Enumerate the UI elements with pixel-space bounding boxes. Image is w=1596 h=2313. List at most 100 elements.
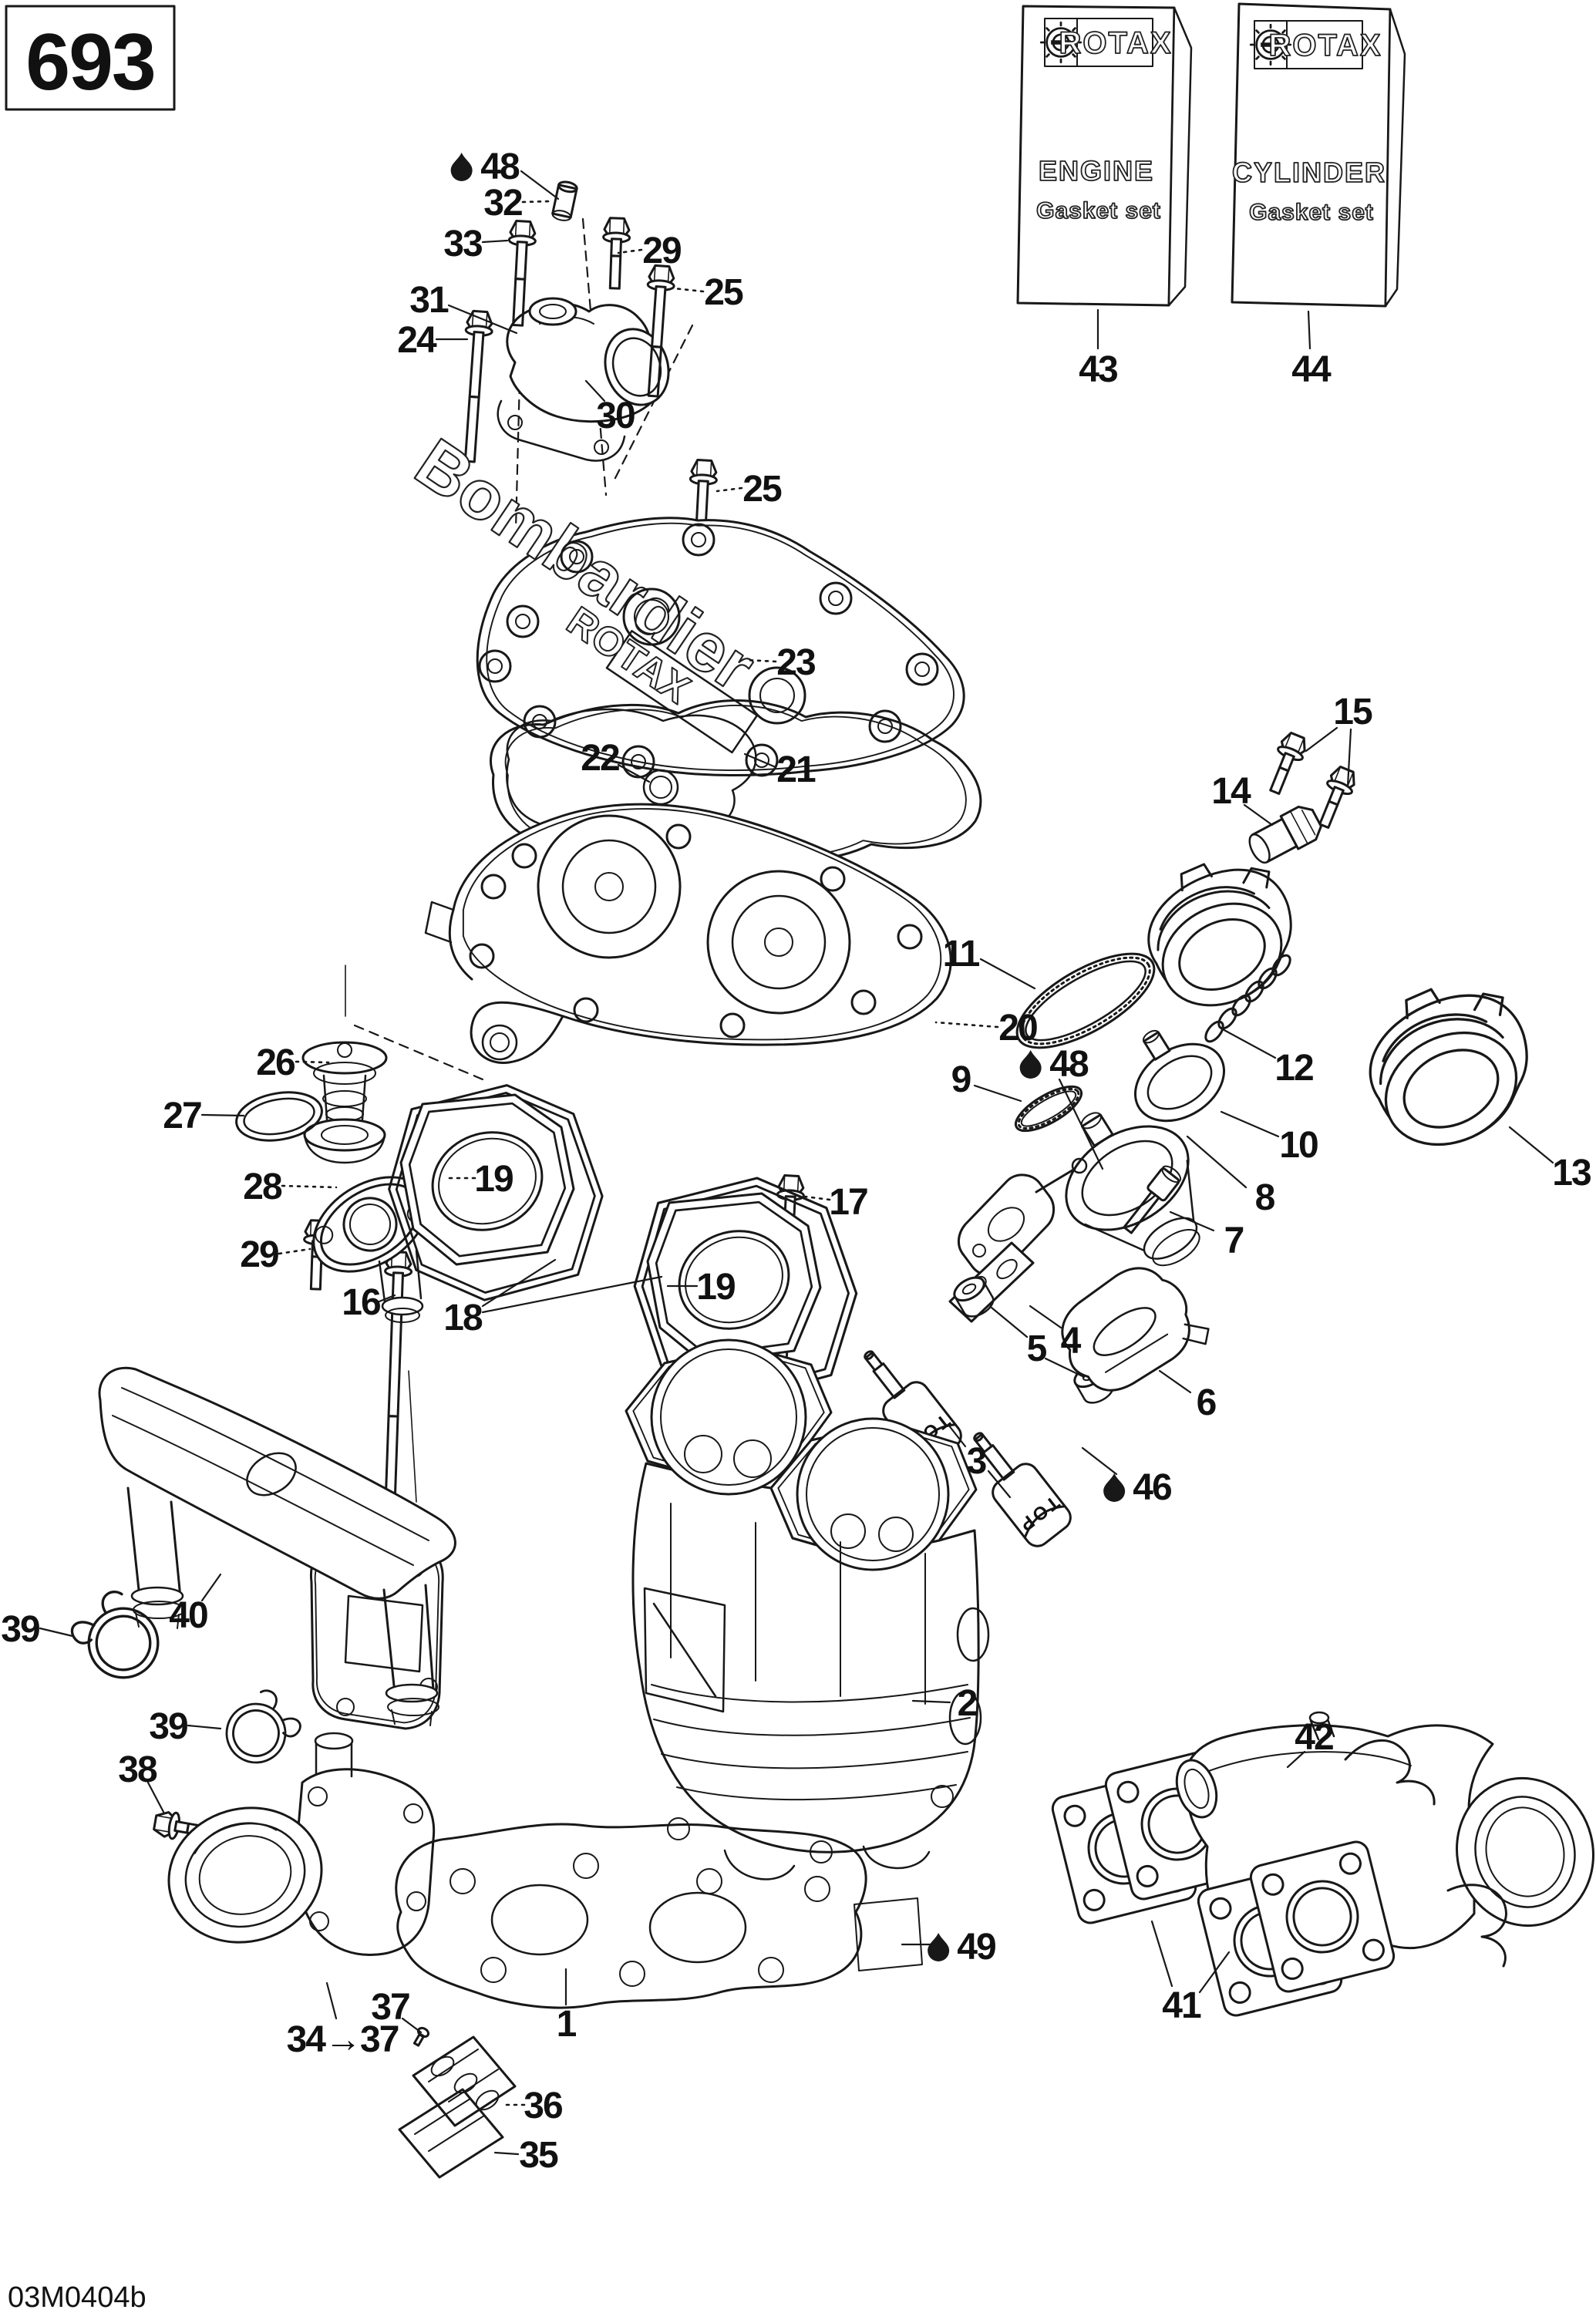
leader-line <box>1346 728 1352 788</box>
callout-6: 6 <box>1158 1369 1217 1423</box>
callout-49: 49 <box>901 1927 997 1968</box>
callout-number: 11 <box>943 934 980 975</box>
thermostat-oring-27 <box>235 1091 323 1142</box>
leader-line <box>911 1699 951 1704</box>
drawing-code: 03M0404b <box>8 2281 146 2313</box>
reed-screw-37 <box>412 2026 430 2047</box>
leader-line <box>1169 1210 1215 1232</box>
leader-line <box>325 1981 338 2020</box>
leader-line <box>973 1084 1022 1103</box>
callout-23: 23 <box>745 642 817 683</box>
callout-25: 25 <box>716 469 783 510</box>
threaded-plug-14 <box>1248 805 1322 864</box>
callout-20: 20 <box>934 1008 1039 1049</box>
callout-number: 15 <box>1333 692 1372 732</box>
callout-number: 28 <box>243 1167 282 1207</box>
gasket-kit-cylinder: ROTAX CYLINDER Gasket set <box>1231 2 1406 308</box>
kit-title: CYLINDER <box>1232 157 1386 188</box>
cylinder-top-gasket-19a <box>399 1093 575 1266</box>
leader-line <box>1158 1369 1192 1394</box>
callout-number: 16 <box>342 1282 380 1323</box>
callout-number: 5 <box>1027 1328 1047 1369</box>
callout-number: 46 <box>1133 1467 1171 1508</box>
leader-line <box>1198 1951 1231 1994</box>
callout-number: 30 <box>596 396 635 436</box>
callout-46: 46 <box>1081 1446 1173 1508</box>
cover-bolt-holes <box>478 523 939 779</box>
callout-21: 21 <box>743 749 817 790</box>
callout-number: 6 <box>1197 1382 1216 1423</box>
callout-24: 24 <box>397 320 469 361</box>
callout-number: 48 <box>480 146 520 187</box>
head-bolt-bosses <box>469 823 923 1039</box>
callout-number: 17 <box>829 1182 867 1223</box>
callout-number: 24 <box>397 320 437 361</box>
leader-line <box>1150 1920 1173 1988</box>
retainer-spring-wire <box>1446 1884 1507 1968</box>
oil-drop-icon <box>928 1933 950 1961</box>
callout-34→37: 34→37 <box>287 1981 400 2060</box>
kit-subtitle: Gasket set <box>1249 200 1374 225</box>
socket-screw-7 <box>1123 1165 1182 1234</box>
callout-28: 28 <box>243 1167 338 1207</box>
callout-43: 43 <box>1079 308 1119 390</box>
leader-line <box>1220 1027 1277 1059</box>
cylinder-bolt-16 <box>383 1250 413 1520</box>
cylinder-top-gasket-19b <box>646 1192 822 1365</box>
reed-gasket-35 <box>398 2088 504 2179</box>
valve-spring-12 <box>1204 954 1291 1043</box>
callout-30: 30 <box>584 379 636 436</box>
callout-35: 35 <box>493 2135 560 2176</box>
callout-number: 49 <box>957 1927 995 1968</box>
callout-number: 37 <box>371 1987 409 2028</box>
leader-line <box>481 1275 663 1314</box>
leader-line <box>1220 1110 1280 1138</box>
kit-title: ENGINE <box>1039 155 1154 187</box>
cylinder-block <box>625 1338 990 1880</box>
flange-bolt-15a <box>1269 729 1311 795</box>
callout-number: 34→37 <box>287 2019 399 2060</box>
leader-line <box>672 287 705 293</box>
callout-number: 35 <box>519 2135 558 2176</box>
leader-line <box>990 1306 1029 1338</box>
base-gasket <box>395 1823 923 2009</box>
cylinder-head <box>424 803 952 1064</box>
cylinder-top-gasket-18a <box>386 1083 605 1302</box>
callout-number: 31 <box>409 280 449 321</box>
leader-line <box>584 379 606 402</box>
leader-line <box>481 1258 557 1308</box>
leader-line <box>521 200 552 204</box>
callout-number: 13 <box>1552 1153 1591 1194</box>
callout-22: 22 <box>581 738 651 783</box>
callout-number: 44 <box>1291 349 1332 390</box>
oring-11 <box>1015 952 1156 1049</box>
callout-26: 26 <box>256 1042 330 1083</box>
callout-11: 11 <box>943 934 1036 990</box>
callout-17: 17 <box>803 1182 869 1223</box>
oil-drop-icon <box>1019 1050 1042 1079</box>
callout-44: 44 <box>1291 310 1333 390</box>
callout-7: 7 <box>1169 1210 1245 1261</box>
callout-number: 20 <box>998 1008 1037 1049</box>
leader-line <box>1186 1135 1248 1189</box>
flange-bolt-24 <box>463 309 495 463</box>
callout-number: 25 <box>704 272 743 313</box>
callout-number: 12 <box>1274 1048 1313 1089</box>
kit-brand: ROTAX <box>1268 29 1382 62</box>
callout-48: 48 <box>450 146 560 200</box>
leader-line <box>617 763 651 783</box>
callout-number: 33 <box>443 224 482 264</box>
callout-4: 4 <box>1029 1305 1083 1362</box>
callout-8: 8 <box>1186 1135 1277 1218</box>
callout-number: 42 <box>1295 1717 1333 1758</box>
callout-13: 13 <box>1508 1126 1592 1194</box>
kit-subtitle: Gasket set <box>1036 198 1161 224</box>
oring-9 <box>1014 1085 1083 1133</box>
callout-14: 14 <box>1211 771 1274 827</box>
flange-bolt-25a <box>646 264 677 398</box>
callout-number: 26 <box>256 1042 295 1083</box>
callout-37: 37 <box>371 1987 423 2034</box>
leader-line <box>187 1724 222 1730</box>
callout-number: 27 <box>163 1096 201 1136</box>
